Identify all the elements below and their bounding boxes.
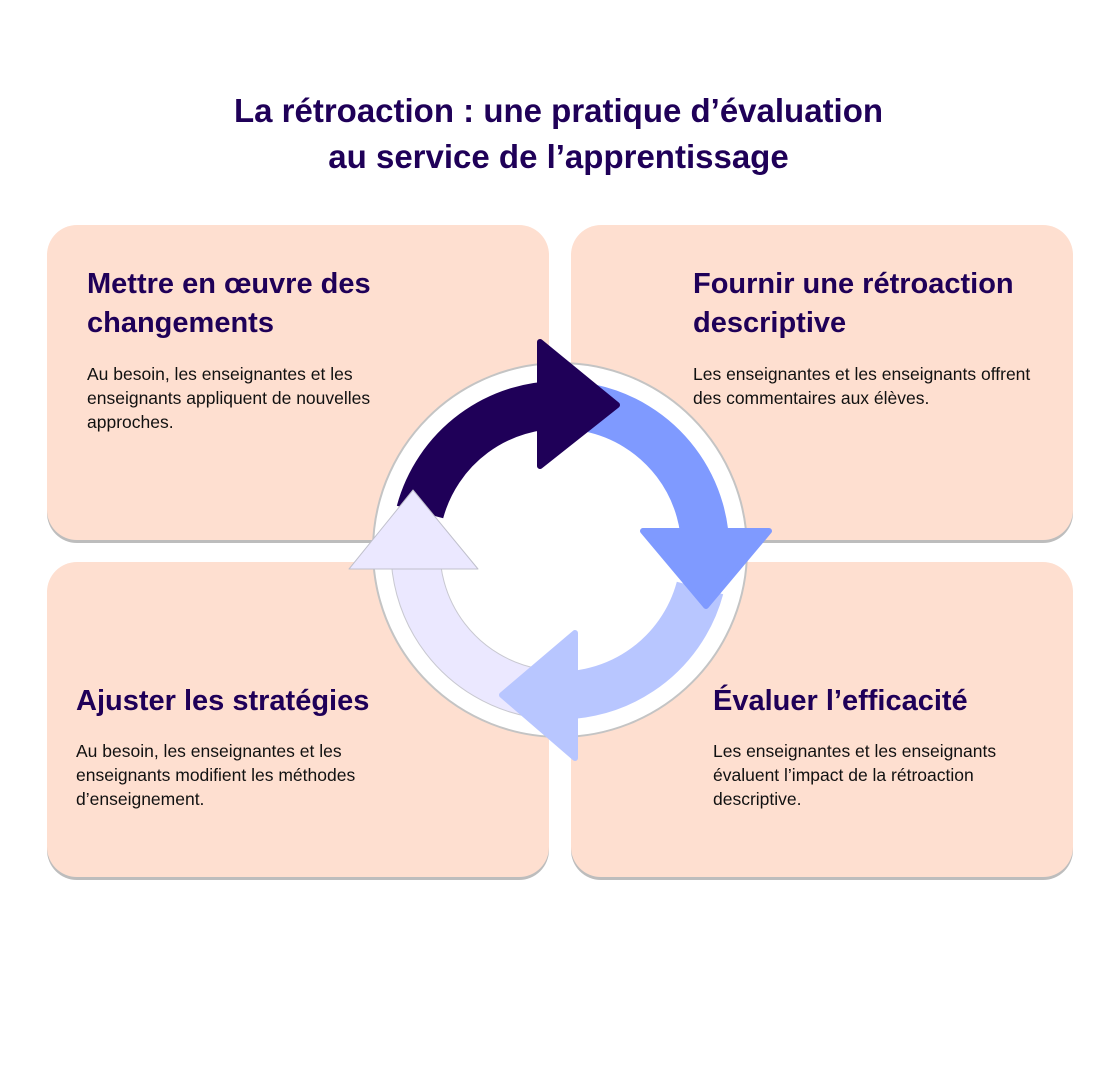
- step-card-provide-feedback: Fournir une rétroaction descriptive Les …: [571, 225, 1073, 540]
- step-heading: Mettre en œuvre des changements: [87, 268, 371, 339]
- diagram-title: La rétroaction : une pratique d’évaluati…: [0, 88, 1117, 180]
- blue-arrowhead-icon: [640, 528, 772, 609]
- dark-arrowhead-icon: [537, 339, 620, 469]
- step-heading: Évaluer l’efficacité: [713, 685, 968, 717]
- step-text: Au besoin, les enseignantes et les ensei…: [87, 364, 371, 432]
- step-heading: Fournir une rétroaction descriptive: [693, 268, 1014, 339]
- title-line-2: au service de l’apprentissage: [328, 138, 789, 175]
- lavender-arrowhead-icon: [348, 489, 479, 570]
- step-text: Les enseignantes et les enseignants offr…: [693, 364, 1031, 408]
- title-line-1: La rétroaction : une pratique d’évaluati…: [233, 92, 884, 129]
- light-blue-arrowhead-icon: [499, 630, 578, 761]
- step-text: Les enseignantes et les enseignants éval…: [713, 741, 997, 809]
- step-heading: Ajuster les stratégies: [76, 685, 370, 717]
- step-text: Au besoin, les enseignantes et les ensei…: [76, 741, 356, 809]
